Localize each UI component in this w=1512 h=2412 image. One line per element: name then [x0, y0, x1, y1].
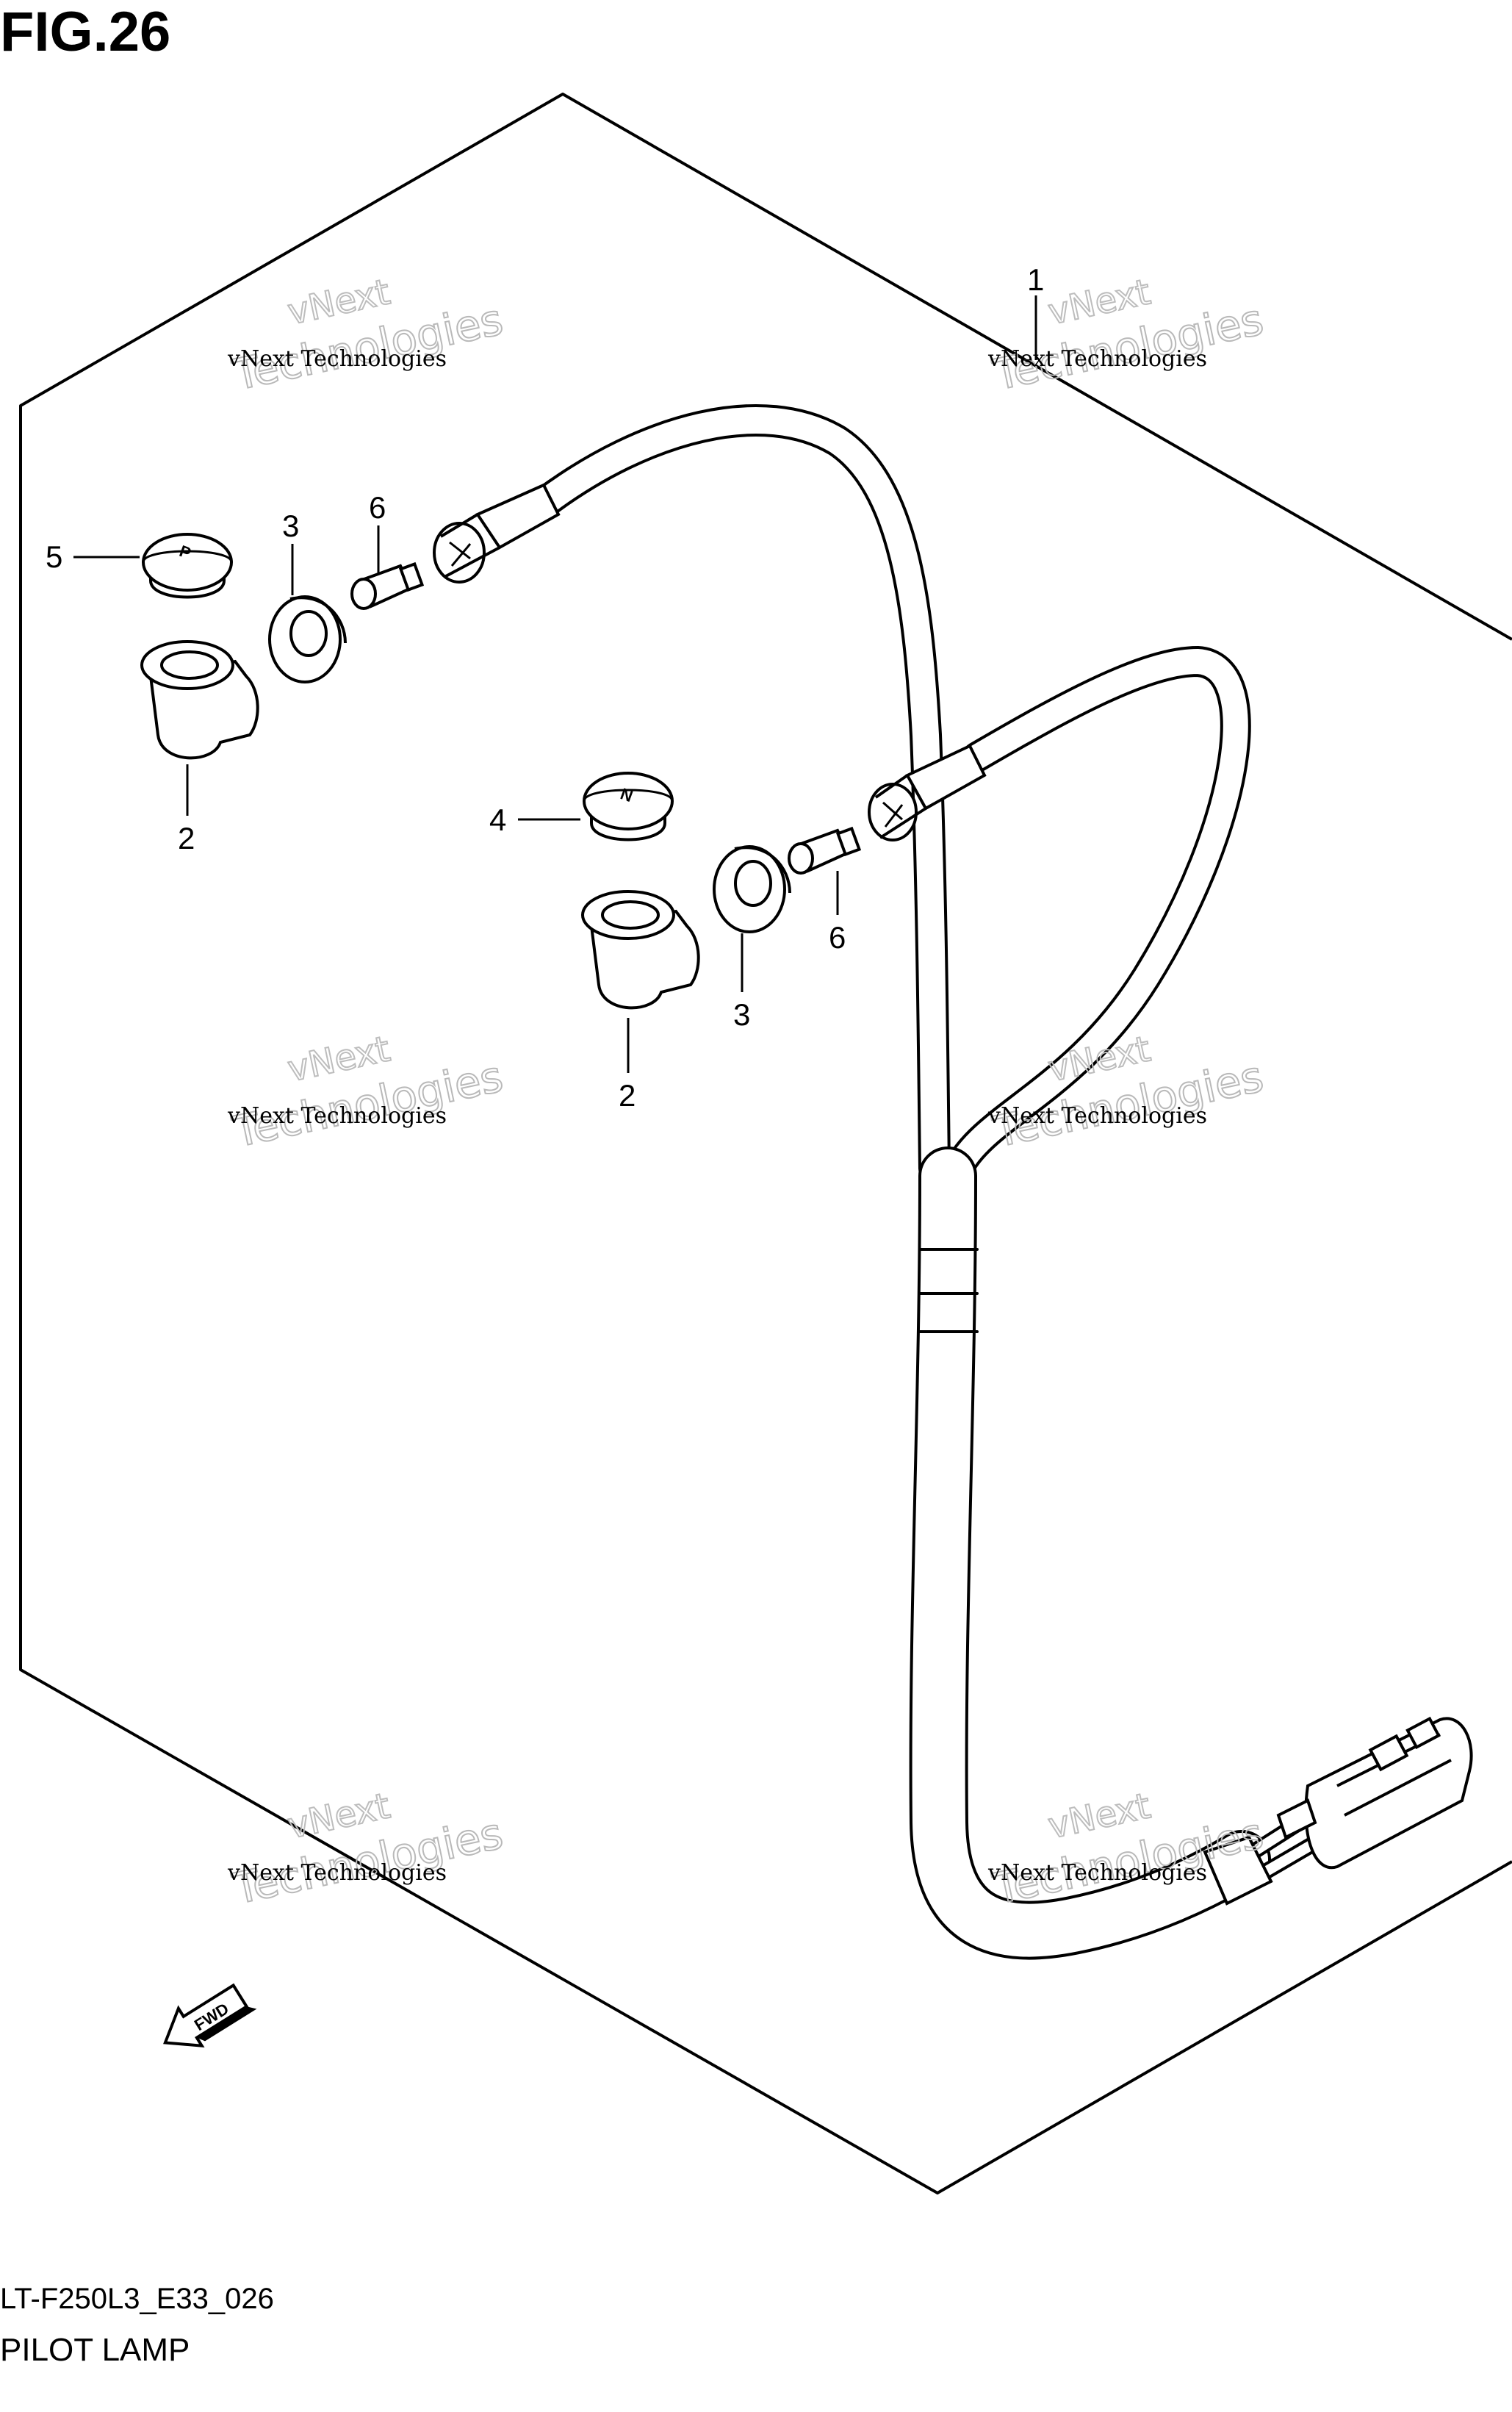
svg-text:vNext Technologies: vNext Technologies: [227, 346, 447, 372]
lamp-cap-p: [142, 533, 233, 599]
bulb-upper: [350, 561, 425, 610]
svg-text:vNext Technologies: vNext Technologies: [987, 1860, 1207, 1886]
socket-connector-lower: [868, 744, 987, 841]
lamp-cap-n: [583, 772, 674, 841]
fwd-arrow: FWD: [163, 1983, 257, 2048]
watermark-1: vNext Technologies vNext Technologies: [227, 270, 508, 401]
harness-sleeve: [1203, 1835, 1273, 1906]
svg-text:vNext Technologies: vNext Technologies: [227, 1860, 447, 1886]
figure-code: LT-F250L3_E33_026: [0, 2283, 274, 2315]
figure-caption: PILOT LAMP: [0, 2332, 190, 2368]
socket-housing-upper: [140, 640, 259, 760]
watermark-2: vNext Technologies vNext Technologies: [987, 270, 1268, 401]
grommet-lower: [713, 845, 791, 933]
callout-3-lower: 3: [733, 997, 750, 1032]
callout-3-upper: 3: [282, 509, 299, 543]
svg-text:vNext Technologies: vNext Technologies: [987, 1103, 1207, 1129]
figure-title: FIG.26: [0, 1, 171, 63]
svg-text:vNext Technologies: vNext Technologies: [987, 346, 1207, 372]
main-coupler-connector: [1276, 1716, 1473, 1870]
bulb-lower: [788, 826, 862, 875]
callout-4: 4: [489, 803, 506, 837]
callout-2-upper: 2: [178, 821, 195, 855]
svg-text:vNext Technologies: vNext Technologies: [227, 1103, 447, 1129]
callout-6-lower: 6: [829, 920, 846, 955]
socket-housing-lower: [581, 890, 700, 1010]
watermark-3: vNext Technologies vNext Technologies: [227, 1027, 508, 1157]
callout-2-lower: 2: [619, 1078, 636, 1113]
callout-6-upper: 6: [369, 490, 386, 525]
watermark-5: vNext Technologies vNext Technologies: [227, 1784, 508, 1914]
socket-connector-upper: [433, 483, 561, 584]
wiring-harness: [528, 403, 1345, 1960]
isometric-frame: [19, 93, 1512, 2194]
callout-5: 5: [46, 539, 62, 574]
grommet-upper: [268, 595, 347, 683]
callout-1: 1: [1027, 262, 1044, 297]
leader-lines: [73, 295, 1037, 1073]
